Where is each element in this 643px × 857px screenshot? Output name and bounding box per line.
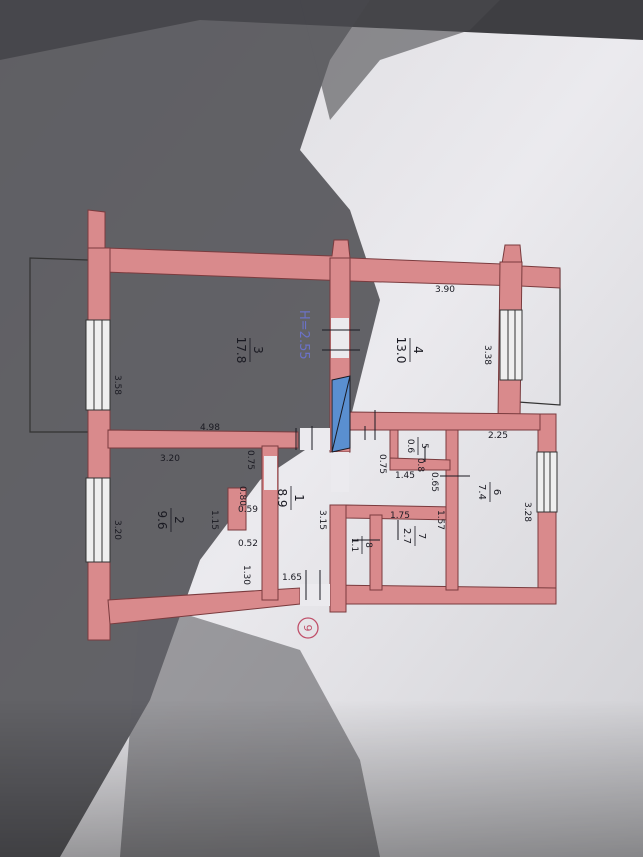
dimension-label: 1.15: [209, 510, 219, 530]
dimension-label: 3.38: [482, 345, 492, 365]
ceiling-height-note: H=2.55: [296, 310, 311, 360]
room-6-area: 7.4: [476, 484, 487, 500]
stamp-number: 9: [301, 625, 314, 632]
dimension-label: 4.98: [200, 423, 220, 433]
dimension-label: 0.59: [238, 505, 258, 515]
room-3-area: 17.8: [234, 337, 248, 364]
door-diagonal: [331, 375, 351, 453]
room-5-number: 5: [419, 443, 429, 449]
room-4-label: 413.0: [394, 337, 425, 364]
room-6-number: 6: [491, 489, 502, 495]
bottom-shade: [0, 700, 643, 857]
door-ticks: [295, 329, 470, 600]
room-1-area: 8.9: [275, 488, 289, 507]
room-6-label: 67.4: [476, 482, 502, 502]
room-2-area: 9.6: [155, 510, 169, 529]
room-7-number: 7: [416, 533, 427, 539]
dimension-label: 3.20: [160, 454, 180, 464]
room-3-label: 317.8: [234, 337, 265, 364]
dimension-label: 0.8: [415, 458, 425, 473]
room-8-label: 81.1: [349, 536, 373, 554]
dimension-label: 0.52: [238, 539, 258, 549]
room-4-number: 4: [411, 346, 425, 354]
dimension-label: 1.30: [241, 565, 251, 585]
windows: [85, 309, 558, 563]
dimension-label: 0.75: [245, 450, 255, 470]
room-4-area: 13.0: [394, 337, 408, 364]
room-3-number: 3: [251, 346, 265, 354]
room-5-label: 50.6: [405, 437, 429, 455]
dimension-label: 1.65: [282, 573, 302, 583]
dimension-label: 3.20: [112, 520, 122, 540]
room-1-number: 1: [292, 494, 306, 502]
room-7-label: 72.7: [401, 526, 427, 546]
dimension-label: 0.65: [429, 472, 439, 492]
room-7-area: 2.7: [401, 528, 412, 544]
dimension-label: 1.75: [390, 511, 410, 521]
room-1-label: 18.9: [275, 486, 306, 510]
room-8-number: 8: [363, 542, 373, 548]
dimension-label: 3.90: [435, 285, 455, 295]
room-2-label: 29.6: [155, 508, 186, 532]
dimension-label: 1.45: [395, 471, 415, 481]
stamp: 9: [297, 617, 319, 639]
dimension-label: 3.58: [112, 375, 122, 395]
dimension-label: 3.28: [522, 502, 532, 522]
dimension-label: 3.15: [317, 510, 327, 530]
room-2-number: 2: [172, 516, 186, 524]
dimension-label: 1.57: [435, 510, 445, 530]
room-5-area: 0.6: [405, 439, 415, 454]
dimension-label: 0.80: [237, 486, 247, 506]
doorways: [264, 318, 349, 606]
dimension-label: 0.75: [377, 454, 387, 474]
room-8-area: 1.1: [349, 538, 359, 552]
dimension-label: 2.25: [488, 431, 508, 441]
